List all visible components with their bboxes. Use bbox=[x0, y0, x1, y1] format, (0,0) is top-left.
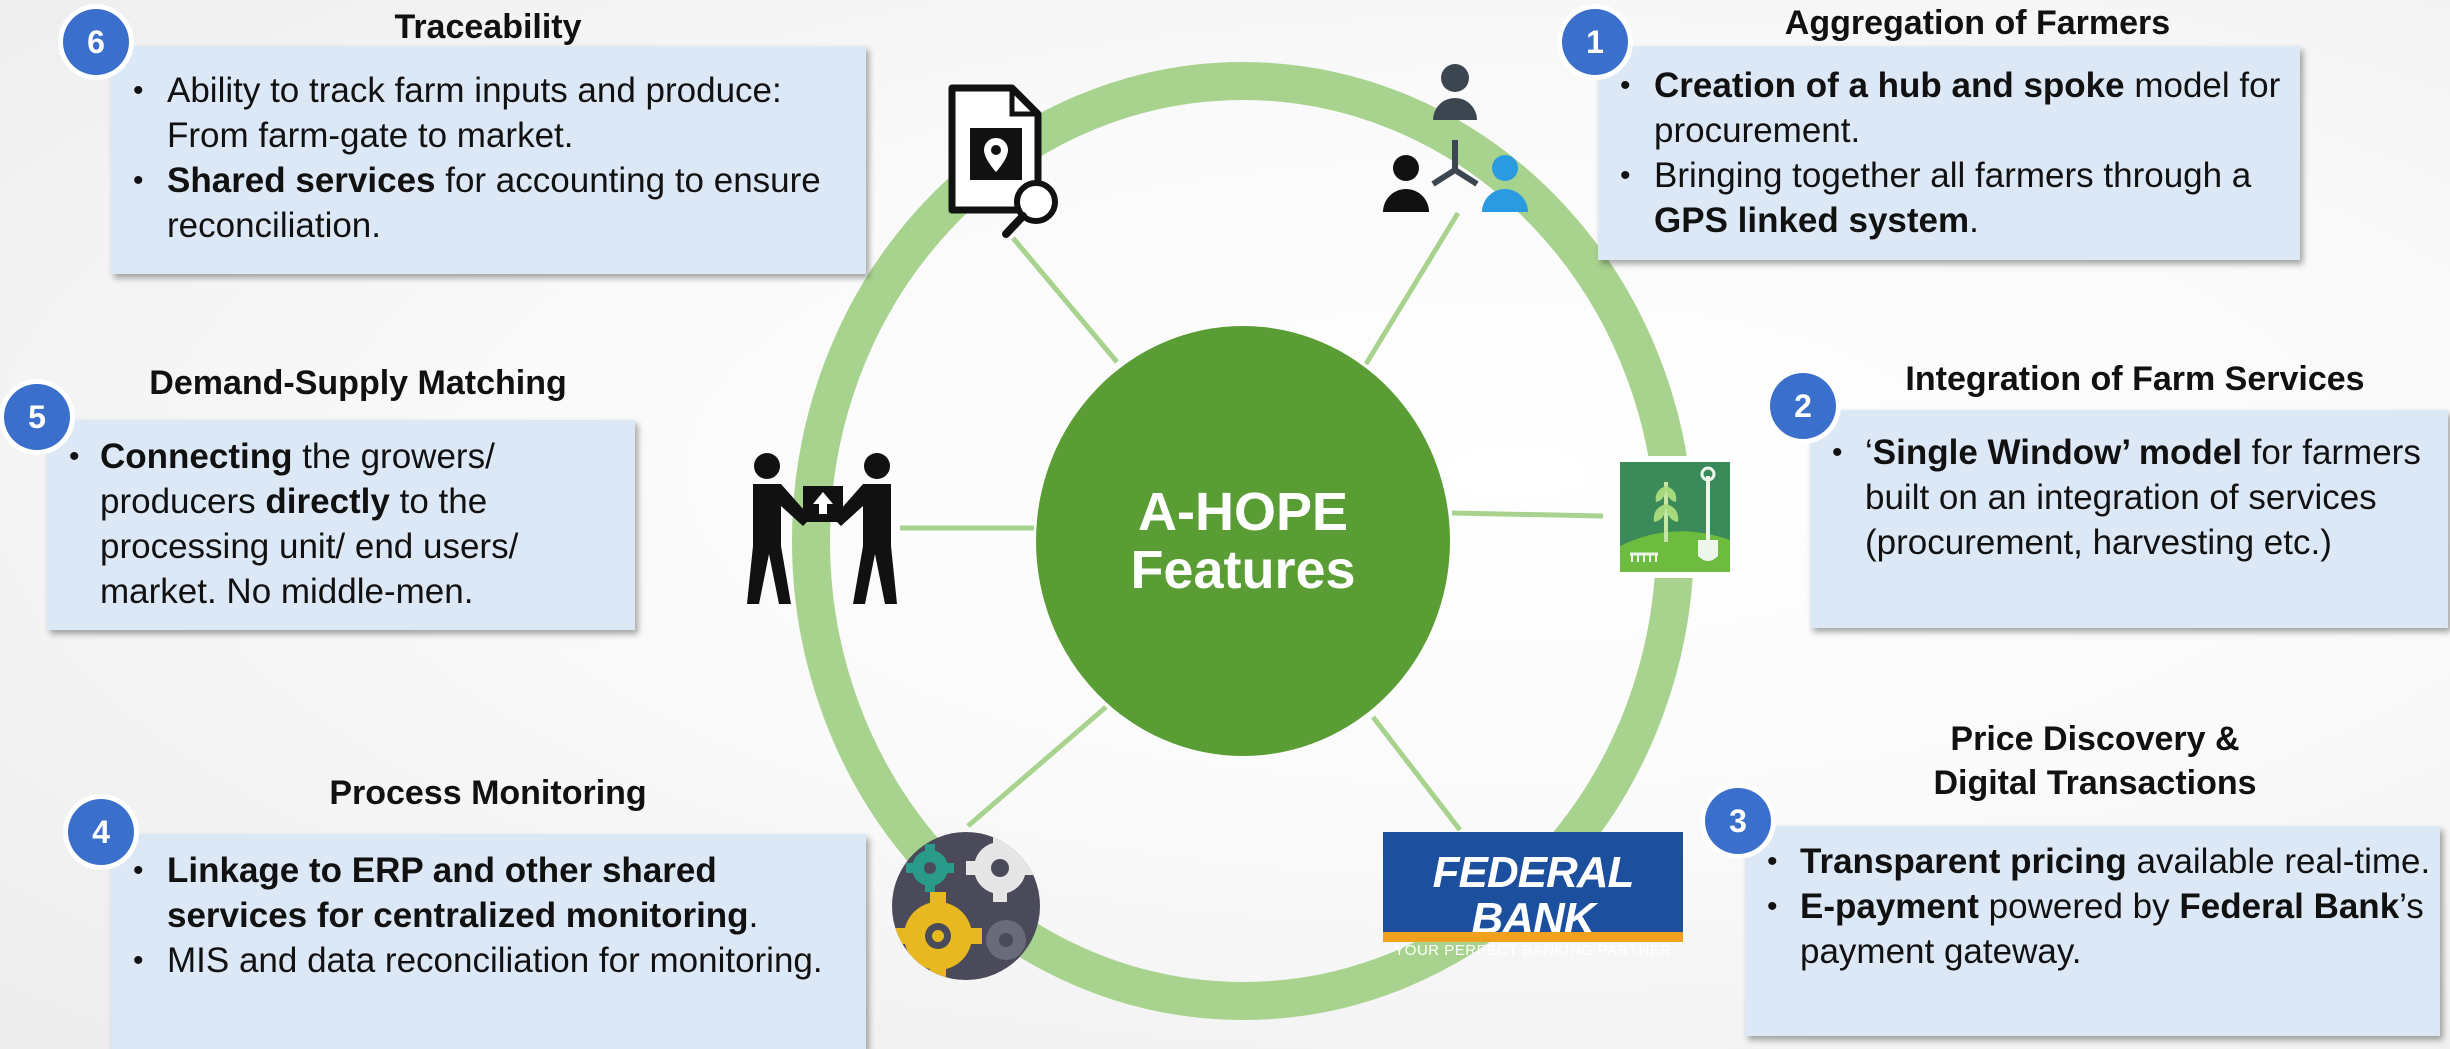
center-title: A-HOPE Features bbox=[1036, 326, 1450, 756]
bank-tagline: YOUR PERFECT BANKING PARTNER bbox=[1394, 942, 1672, 959]
bank-logo: FEDERAL BANK YOUR PERFECT BANKING PARTNE… bbox=[1383, 832, 1683, 959]
feature-6-title: Traceability bbox=[394, 8, 582, 46]
feature-5-title: Demand-Supply Matching bbox=[149, 364, 567, 402]
feature-2-badge: 2 bbox=[1770, 373, 1836, 439]
bank-name: FEDERAL BANK bbox=[1432, 848, 1635, 943]
feature-6-badge: 6 bbox=[63, 9, 129, 75]
feature-3-title-line1: Price Discovery & bbox=[1950, 720, 2240, 758]
farm-tools-icon bbox=[1614, 456, 1736, 578]
feature-2-title: Integration of Farm Services bbox=[1905, 360, 2365, 398]
feature-4-box: Linkage to ERP and other shared services… bbox=[111, 834, 866, 1049]
feature-3-title-line2: Digital Transactions bbox=[1933, 764, 2257, 802]
feature-5-box: Connecting the growers/ producers direct… bbox=[47, 420, 635, 630]
feature-1-box: Creation of a hub and spoke model for pr… bbox=[1598, 46, 2300, 260]
feature-3-bullet-2: E-payment powered by Federal Bank’s paym… bbox=[1745, 884, 2440, 974]
feature-2-box: ‘Single Window’ model for farmers built … bbox=[1810, 410, 2448, 628]
feature-5-bullet-1: Connecting the growers/ producers direct… bbox=[47, 434, 635, 614]
bank-stripe bbox=[1383, 932, 1683, 942]
feature-4-title: Process Monitoring bbox=[329, 774, 647, 812]
feature-5-badge: 5 bbox=[4, 384, 70, 450]
feature-3-bullet-1: Transparent pricing available real-time. bbox=[1745, 839, 2440, 884]
feature-6-box: Ability to track farm inputs and produce… bbox=[111, 46, 866, 274]
feature-6-bullet-1: Ability to track farm inputs and produce… bbox=[111, 68, 866, 158]
farmer-network-icon bbox=[1383, 64, 1528, 212]
feature-3-title: Price Discovery & Digital Transactions bbox=[1760, 718, 2430, 804]
feature-4-badge: 4 bbox=[68, 799, 134, 865]
feature-3-badge: 3 bbox=[1705, 788, 1771, 854]
document-search-icon bbox=[948, 84, 1058, 238]
feature-1-title: Aggregation of Farmers bbox=[1784, 4, 2171, 42]
feature-1-bullet-2: Bringing together all farmers through a … bbox=[1598, 153, 2300, 243]
center-title-line1: A-HOPE bbox=[1137, 482, 1348, 542]
feature-4-bullet-1: Linkage to ERP and other shared services… bbox=[111, 848, 866, 938]
feature-3-box: Transparent pricing available real-time.… bbox=[1745, 826, 2440, 1036]
feature-4-bullet-2: MIS and data reconciliation for monitori… bbox=[111, 938, 866, 983]
feature-6-bullet-2: Shared services for accounting to ensure… bbox=[111, 158, 866, 248]
center-title-line2: Features bbox=[1130, 540, 1356, 600]
feature-1-badge: 1 bbox=[1562, 9, 1628, 75]
handover-icon bbox=[747, 453, 897, 604]
gears-icon bbox=[892, 832, 1040, 980]
feature-1-bullet-1: Creation of a hub and spoke model for pr… bbox=[1598, 63, 2300, 153]
feature-2-bullet-1: ‘Single Window’ model for farmers built … bbox=[1810, 430, 2448, 565]
ring-spokes bbox=[900, 211, 1604, 832]
